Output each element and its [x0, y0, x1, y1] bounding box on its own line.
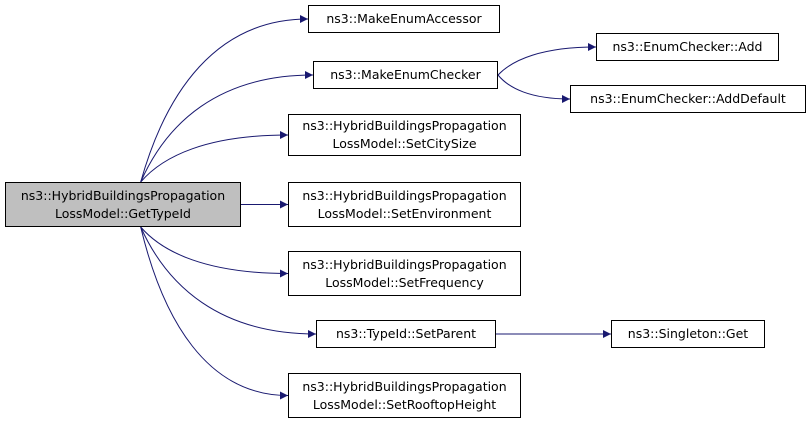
edge-root-to-set_parent — [140, 226, 317, 338]
node-set-parent[interactable]: ns3::TypeId::SetParent — [316, 320, 496, 348]
node-set-city-size[interactable]: ns3::HybridBuildingsPropagation LossMode… — [288, 114, 521, 156]
node-set-frequency[interactable]: ns3::HybridBuildingsPropagation LossMode… — [288, 251, 521, 296]
node-label-line: ns3::TypeId::SetParent — [335, 326, 477, 341]
edge-root-to-make_enum_accessor — [140, 15, 309, 183]
node-set-rooftop-height[interactable]: ns3::HybridBuildingsPropagation LossMode… — [288, 373, 521, 418]
edge-root-to-set_city_size — [140, 131, 289, 183]
node-label-line: ns3::MakeEnumChecker — [330, 67, 481, 82]
node-make-enum-accessor[interactable]: ns3::MakeEnumAccessor — [308, 5, 500, 33]
node-root-get-type-id: ns3::HybridBuildingsPropagation LossMode… — [5, 182, 241, 227]
node-label-line: ns3::MakeEnumAccessor — [326, 11, 482, 26]
node-make-enum-checker[interactable]: ns3::MakeEnumChecker — [313, 61, 498, 89]
node-singleton-get[interactable]: ns3::Singleton::Get — [611, 320, 765, 348]
node-enum-checker-add[interactable]: ns3::EnumChecker::Add — [596, 33, 779, 61]
node-label-line: ns3::EnumChecker::Add — [612, 39, 763, 54]
node-set-environment[interactable]: ns3::HybridBuildingsPropagation LossMode… — [288, 182, 521, 227]
node-label-line: LossModel::SetRooftopHeight — [312, 396, 497, 412]
node-label-line: LossModel::GetTypeId — [55, 205, 191, 221]
node-label-line: ns3::HybridBuildingsPropagation — [20, 187, 226, 203]
node-label-line: LossModel::SetEnvironment — [317, 205, 492, 221]
node-enum-checker-add-default[interactable]: ns3::EnumChecker::AddDefault — [570, 85, 806, 113]
node-label-line: ns3::HybridBuildingsPropagation — [302, 187, 507, 203]
node-label-line: ns3::HybridBuildingsPropagation — [302, 118, 507, 133]
node-label-line: ns3::EnumChecker::AddDefault — [590, 91, 786, 106]
edge-make_enum_checker-to-enum_checker_add — [497, 43, 597, 76]
node-label-line: ns3::HybridBuildingsPropagation — [302, 256, 507, 272]
edge-root-to-make_enum_checker — [140, 71, 314, 183]
node-label-line: ns3::Singleton::Get — [627, 326, 749, 341]
node-label-line: ns3::HybridBuildingsPropagation — [302, 378, 507, 394]
node-label-line: LossModel::SetCitySize — [332, 136, 477, 151]
edge-root-to-set_rooftop_height — [140, 226, 289, 400]
node-label-line: LossModel::SetFrequency — [325, 274, 484, 290]
edge-make_enum_checker-to-enum_checker_add_default — [497, 74, 571, 103]
edge-root-to-set_frequency — [140, 226, 289, 278]
